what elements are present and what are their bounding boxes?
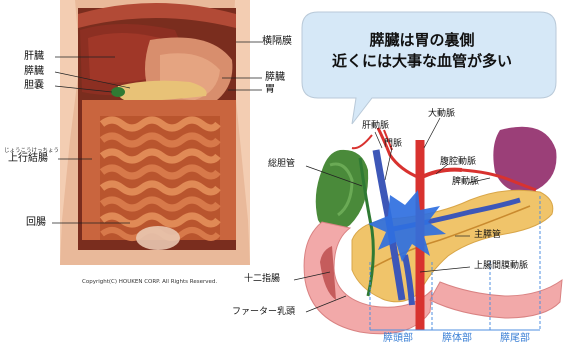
label-pancreas-right: 膵臓 xyxy=(265,73,285,83)
spleen xyxy=(493,127,556,193)
label-hepatic-artery: 肝動脈 xyxy=(362,122,389,131)
label-main-pancreatic-duct: 主膵管 xyxy=(474,231,501,240)
label-splenic-artery: 脾動脈 xyxy=(452,178,479,187)
ascending-colon xyxy=(82,100,100,240)
hepatic-artery xyxy=(378,128,420,178)
small-intestine xyxy=(100,116,220,240)
label-papilla: ファーター乳頭 xyxy=(232,308,295,317)
label-ascending-colon: 上行結腸 xyxy=(8,154,48,164)
label-pancreas-left: 膵臓 xyxy=(24,67,44,77)
label-celiac-artery: 腹腔動脈 xyxy=(440,158,476,167)
gallbladder-left xyxy=(111,87,125,97)
label-common-bile-duct: 総胆管 xyxy=(268,160,295,169)
bubble-line-1: 膵臓は胃の裏側 xyxy=(314,30,530,51)
bubble-text: 膵臓は胃の裏側 近くには大事な血管が多い xyxy=(314,30,530,72)
label-diaphragm: 横隔膜 xyxy=(262,37,292,47)
label-pancreas-head: 膵頭部 xyxy=(383,334,413,344)
label-liver: 肝臓 xyxy=(24,52,44,62)
sma xyxy=(419,260,420,330)
label-pancreas-tail: 膵尾部 xyxy=(500,334,530,344)
label-portal-vein: 門脈 xyxy=(384,140,402,149)
label-duodenum: 十二指腸 xyxy=(244,275,280,284)
label-gallbladder: 胆嚢 xyxy=(24,81,44,91)
bubble-line-2: 近くには大事な血管が多い xyxy=(314,51,530,72)
label-sma: 上腸間膜動脈 xyxy=(474,262,528,271)
label-aorta: 大動脈 xyxy=(428,110,455,119)
abdomen-illustration xyxy=(52,0,262,265)
label-stomach: 胃 xyxy=(265,85,275,95)
label-pancreas-body: 膵体部 xyxy=(442,334,472,344)
copyright-notice: Copyright(C) HOUKEN CORP. All Rights Res… xyxy=(82,279,217,285)
label-ileum: 回腸 xyxy=(26,218,46,228)
